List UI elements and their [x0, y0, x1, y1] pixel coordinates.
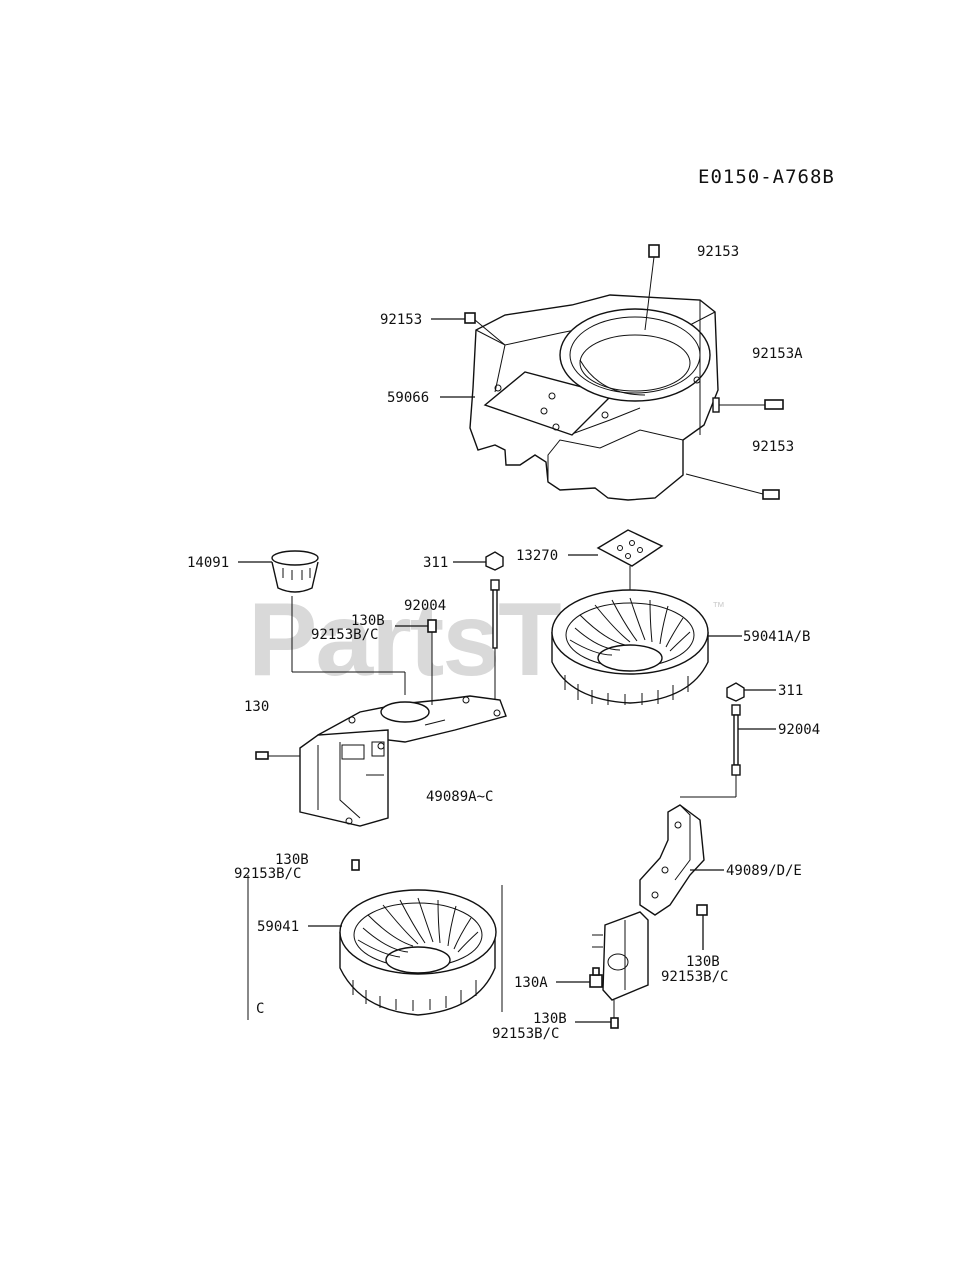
callout-130B-d: 130B [533, 1011, 567, 1027]
callout-92153BC-c: 92153B/C [661, 969, 729, 985]
callout-130: 130 [244, 699, 270, 715]
housing-bolts [464, 244, 784, 500]
callout-92153-left: 92153 [380, 312, 423, 328]
callout-130B-b: 130B [275, 852, 309, 868]
callout-59041AB: 59041A/B [743, 629, 811, 645]
callout-14091: 14091 [187, 555, 230, 571]
callout-92153-right: 92153 [752, 439, 795, 455]
blower-housing [469, 294, 720, 501]
callout-92153-top: 92153 [697, 244, 740, 260]
flywheel-59041ab [551, 589, 709, 705]
diagram-code: E0150-A768B [698, 166, 835, 188]
callout-130A: 130A [514, 975, 548, 991]
callout-130B-a: 130B [351, 613, 385, 629]
callout-92153BC-d: 92153B/C [492, 1026, 560, 1042]
callout-311-top: 311 [423, 555, 449, 571]
stud-right [680, 682, 745, 798]
leader-lines [238, 318, 776, 1023]
callout-311-right: 311 [778, 683, 804, 699]
cup-14091 [271, 550, 406, 695]
baffle-49089ac [255, 619, 507, 827]
callout-59066: 59066 [387, 390, 430, 406]
callout-92004-top: 92004 [404, 598, 447, 614]
watermark-trademark: ™ [712, 599, 725, 614]
callout-49089DE: 49089/D/E [726, 863, 802, 879]
callout-C: C [256, 1001, 265, 1017]
callout-92153BC-b: 92153B/C [234, 866, 302, 882]
callout-92153A: 92153A [752, 346, 803, 362]
callout-49089A-C: 49089A~C [426, 789, 494, 805]
baffle-49089de [589, 804, 708, 1029]
stud-upper [485, 551, 504, 705]
callout-92004-right: 92004 [778, 722, 821, 738]
callout-13270: 13270 [516, 548, 559, 564]
callout-59041: 59041 [257, 919, 300, 935]
flywheel-59041 [247, 859, 503, 1020]
callout-130B-c: 130B [686, 954, 720, 970]
callout-92153BC-a: 92153B/C [311, 627, 379, 643]
